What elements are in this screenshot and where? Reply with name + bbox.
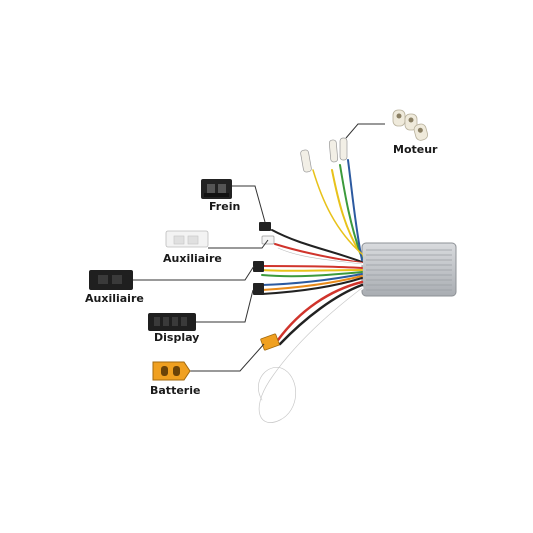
label-batterie: Batterie bbox=[150, 384, 201, 397]
leader-moteur bbox=[345, 123, 385, 139]
leader-display bbox=[196, 289, 254, 323]
leader-auxiliaire-1 bbox=[208, 239, 269, 249]
harness-connectors bbox=[253, 222, 280, 351]
batterie-connector-image bbox=[152, 361, 191, 381]
label-auxiliaire-1: Auxiliaire bbox=[163, 252, 222, 265]
display-connector-image bbox=[148, 313, 196, 331]
auxiliaire-2-connector-image bbox=[89, 270, 133, 290]
motor-wire-terminals bbox=[300, 137, 348, 173]
label-moteur: Moteur bbox=[393, 143, 438, 156]
motor-plugs-image bbox=[392, 109, 429, 141]
auxiliaire-1-connector-image bbox=[165, 230, 209, 248]
leader-frein bbox=[232, 185, 266, 223]
leader-lines bbox=[133, 123, 385, 372]
wire-bundle bbox=[256, 159, 364, 424]
frein-connector-image bbox=[201, 179, 232, 199]
label-display: Display bbox=[154, 331, 200, 344]
label-frein: Frein bbox=[209, 200, 241, 213]
leader-auxiliaire-2 bbox=[133, 265, 255, 281]
label-auxiliaire-2: Auxiliaire bbox=[85, 292, 144, 305]
controller-unit bbox=[361, 242, 457, 297]
leader-batterie bbox=[190, 343, 265, 372]
